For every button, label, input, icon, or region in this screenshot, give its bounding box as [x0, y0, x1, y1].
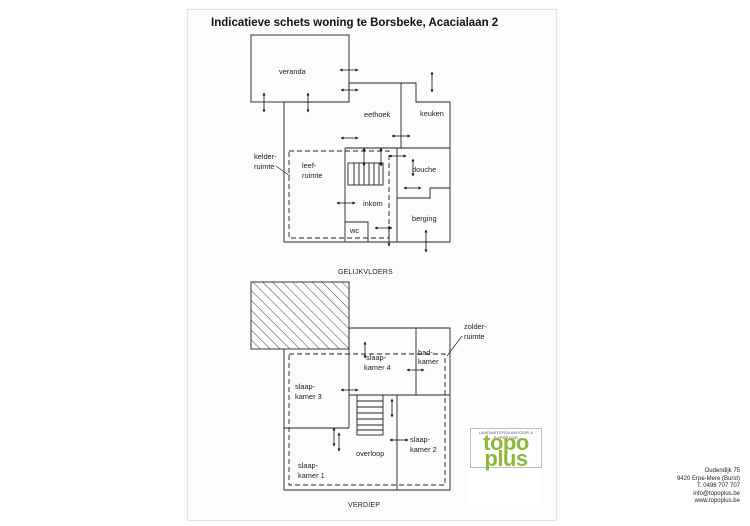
company-address: Oudendijk 75 9420 Erpe-Mere (Burst) T. 0… — [677, 468, 740, 506]
label-slaapkamer4-1: slaap- — [366, 353, 387, 362]
label-eethoek: eethoek — [364, 110, 391, 119]
label-slaapkamer1-2: kamer 1 — [298, 471, 325, 480]
label-badkamer-2: kamer — [418, 357, 439, 366]
label-overloop: overloop — [356, 449, 384, 458]
zolderruimte-dashed-area — [288, 353, 446, 486]
label-slaapkamer2-1: slaap- — [410, 435, 431, 444]
label-slaapkamer3-1: slaap- — [295, 382, 316, 391]
address-email[interactable]: info@topoplus.be — [693, 490, 740, 497]
label-kelderruimte-2: ruimte — [254, 162, 275, 171]
upper-stair — [356, 394, 384, 436]
logo-word-topo: topo — [483, 430, 529, 455]
label-keuken: keuken — [420, 109, 444, 118]
label-slaapkamer4-2: kamer 4 — [364, 363, 391, 372]
label-slaapkamer1-1: slaap- — [298, 461, 319, 470]
main-house-outline — [283, 82, 451, 243]
label-kelderruimte-1: kelder- — [254, 152, 277, 161]
address-phone: T. 0496 707 707 — [696, 483, 740, 490]
label-berging: berging — [412, 214, 437, 223]
upper-door-arrows — [332, 341, 425, 452]
ground-stair — [347, 162, 384, 186]
label-slaapkamer3-2: kamer 3 — [295, 392, 322, 401]
label-leefruimte-1: leef- — [302, 161, 317, 170]
label-leefruimte-2: ruimte — [302, 171, 323, 180]
ground-door-arrows — [262, 68, 434, 253]
address-street: Oudendijk 75 — [704, 468, 740, 474]
logo-word-plus: plus — [484, 446, 528, 471]
label-badkamer-1: bad- — [418, 348, 433, 357]
label-slaapkamer2-2: kamer 2 — [410, 445, 437, 454]
logo-frame — [470, 428, 542, 468]
address-city: 9420 Erpe-Mere (Burst) — [676, 475, 740, 482]
logo-tagline: LANDMETERSKANTOOR & EXPERTISE — [478, 430, 534, 440]
label-zolderruimte-2: ruimte — [464, 332, 485, 341]
upper-floor-plan — [250, 281, 463, 491]
label-inkom: inkom — [363, 199, 383, 208]
kelderruimte-dashed-area — [288, 150, 390, 239]
floor-label-ground: GELIJKVLOERS — [338, 269, 393, 276]
drawing-title: Indicatieve schets woning te Borsbeke, A… — [211, 17, 499, 29]
label-wc: wc — [349, 226, 359, 235]
hatched-roof-area — [250, 281, 350, 350]
label-zolderruimte-1: zolder- — [464, 322, 487, 331]
company-logo: LANDMETERSKANTOOR & EXPERTISE topo plus — [470, 428, 542, 510]
label-douche: douche — [412, 165, 436, 174]
address-website[interactable]: www.topoplus.be — [694, 498, 740, 505]
label-veranda: veranda — [279, 67, 307, 76]
floor-label-upper: VERDIEP — [348, 502, 380, 509]
